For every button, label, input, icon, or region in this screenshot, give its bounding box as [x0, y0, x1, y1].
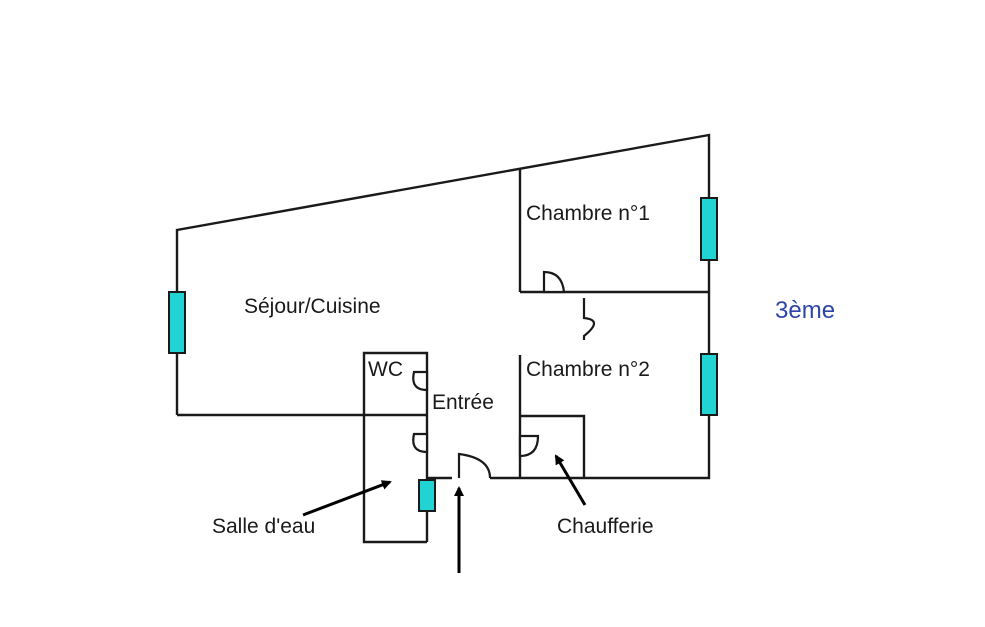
door-chaufferie — [518, 434, 540, 458]
door-wc — [412, 370, 429, 392]
label-entree: Entrée — [432, 391, 494, 414]
label-chambre2: Chambre n°2 — [526, 358, 650, 381]
label-salle-eau: Salle d'eau — [212, 515, 315, 538]
door-salle-eau — [412, 432, 429, 454]
window-salle-eau — [418, 479, 436, 512]
wc-outline — [362, 351, 429, 544]
window-sejour — [168, 291, 186, 354]
label-wc: WC — [368, 358, 403, 381]
chaufferie-walls — [520, 414, 586, 478]
label-sejour: Séjour/Cuisine — [244, 295, 381, 318]
label-chambre1: Chambre n°1 — [526, 202, 650, 225]
floor-label: 3ème — [775, 297, 835, 324]
doors — [412, 270, 596, 479]
windows — [168, 197, 718, 512]
arrow-salle-eau — [302, 480, 392, 517]
chaufferie-outline — [520, 414, 586, 478]
window-chambre2 — [700, 353, 718, 416]
window-chambre1 — [700, 197, 718, 261]
wc-block-walls — [362, 351, 429, 544]
label-chaufferie: Chaufferie — [557, 515, 654, 538]
door-chambre2 — [582, 298, 596, 340]
door-chambre1 — [542, 270, 566, 294]
door-entree — [457, 452, 492, 479]
labels: Séjour/Cuisine Chambre n°1 Chambre n°2 W… — [212, 202, 835, 538]
arrow-chaufferie — [554, 454, 587, 506]
arrows — [302, 454, 587, 573]
